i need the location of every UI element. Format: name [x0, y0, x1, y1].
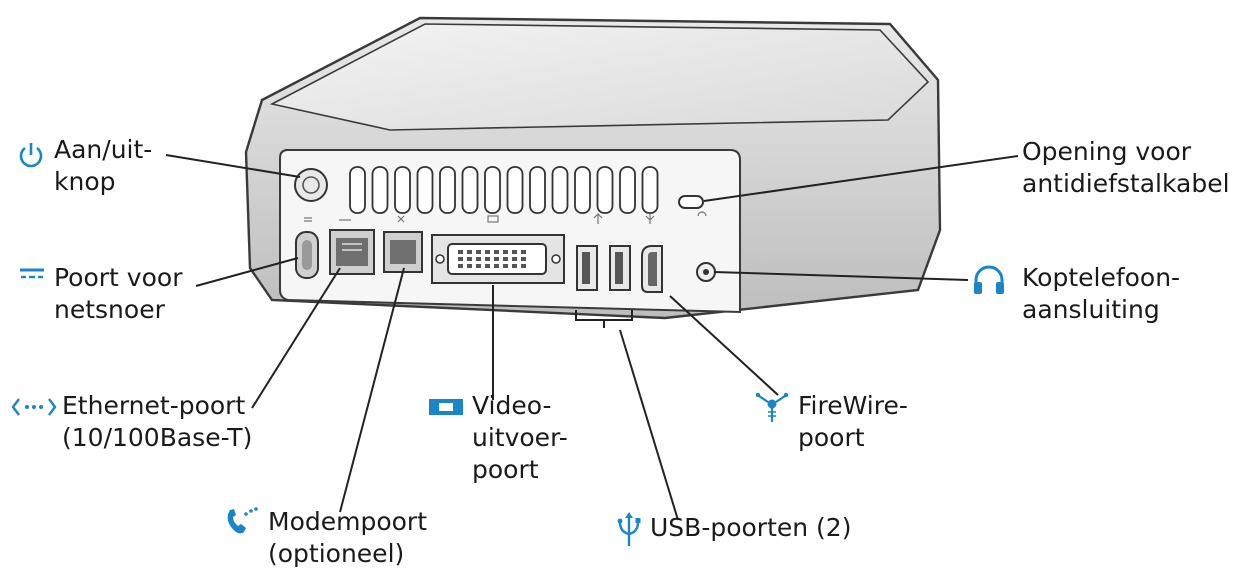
dvi-pin: [494, 250, 499, 254]
headphone-jack[interactable]: [696, 262, 716, 282]
dvi-pin: [521, 257, 526, 261]
label-line: USB-poorten (2): [650, 513, 852, 542]
label-line: Opening voor: [1022, 137, 1192, 166]
vent-slot: [371, 166, 389, 214]
label-line: aansluiting: [1022, 295, 1160, 324]
dvi-pin: [485, 257, 490, 261]
vent-slot: [349, 166, 366, 214]
dvi-pin: [503, 250, 508, 254]
dvi-pin: [458, 264, 463, 268]
label-line: poort: [472, 455, 539, 484]
headphone-icon: [974, 265, 1004, 294]
vent-grille: [349, 166, 659, 214]
power-icon: [19, 143, 43, 168]
usb-port-1[interactable]: [576, 245, 598, 291]
label-line: Video-: [472, 391, 552, 420]
vent-slot: [529, 166, 546, 214]
vent-slot: [574, 166, 591, 214]
label-line: Poort voor: [54, 263, 183, 292]
label-headphone-jack: Koptelefoon- aansluiting: [1022, 262, 1180, 326]
vent-slot: [641, 166, 659, 214]
power-cord-port[interactable]: [295, 231, 319, 279]
dvi-pin: [458, 257, 463, 261]
dvi-pin: [512, 257, 517, 261]
label-line: (10/100Base-T): [62, 423, 253, 452]
label-modem-port: Modempoort (optioneel): [268, 506, 427, 570]
vent-slot: [551, 166, 569, 214]
dvi-pin: [521, 250, 526, 254]
dvi-pin: [485, 250, 490, 254]
label-line: netsnoer: [54, 295, 165, 324]
vent-slot: [416, 166, 434, 214]
label-line: FireWire-: [798, 391, 908, 420]
label-firewire-port: FireWire- poort: [798, 390, 908, 454]
dvi-pin: [467, 257, 472, 261]
ethernet-port[interactable]: [329, 229, 375, 275]
dvi-pin: [476, 264, 481, 268]
label-line: Koptelefoon-: [1022, 263, 1181, 292]
dvi-pin: [458, 250, 463, 254]
vent-slot: [484, 166, 501, 214]
modem-phone-icon: [227, 507, 258, 534]
leader-lines: [165, 154, 1019, 521]
dvi-pin: [476, 257, 481, 261]
label-usb-ports: USB-poorten (2): [650, 512, 851, 544]
dvi-pin: [503, 257, 508, 261]
dvi-pin: [503, 264, 508, 268]
label-video-port: Video- uitvoer- poort: [472, 390, 568, 486]
dvi-pin: [521, 264, 526, 268]
vent-slot: [506, 166, 524, 214]
vent-slot: [461, 166, 479, 214]
usb-port-2[interactable]: [609, 245, 631, 291]
power-button[interactable]: [294, 168, 328, 202]
dvi-pin: [494, 257, 499, 261]
power-cord-icon: [20, 268, 44, 279]
vent-slot: [439, 166, 456, 214]
label-line: (optioneel): [268, 539, 405, 568]
dvi-pin: [476, 250, 481, 254]
label-power-button: Aan/uit- knop: [54, 134, 152, 198]
vent-slot: [596, 166, 614, 214]
vent-slot: [394, 166, 411, 214]
label-line: poort: [798, 423, 865, 452]
label-line: Ethernet-poort: [62, 391, 246, 420]
label-security-slot: Opening voor antidiefstalkabel: [1022, 136, 1230, 200]
label-power-cord-port: Poort voor netsnoer: [54, 262, 182, 326]
ethernet-icon: [11, 398, 57, 416]
dvi-pin: [512, 250, 517, 254]
dvi-pin: [494, 264, 499, 268]
dvi-pin: [467, 250, 472, 254]
dvi-pin: [485, 264, 490, 268]
security-slot[interactable]: [678, 195, 704, 209]
dvi-pin: [467, 264, 472, 268]
video-port[interactable]: [431, 234, 565, 284]
label-line: antidiefstalkabel: [1022, 169, 1230, 198]
label-line: uitvoer-: [472, 423, 568, 452]
usb-trident-icon: [617, 512, 641, 546]
video-icon: [429, 399, 463, 415]
dvi-pin: [512, 264, 517, 268]
device-top-surface: [269, 23, 930, 131]
label-line: Aan/uit-: [54, 135, 153, 164]
modem-port[interactable]: [383, 231, 423, 273]
label-line: Modempoort: [268, 507, 428, 536]
label-ethernet-port: Ethernet-poort (10/100Base-T): [62, 390, 252, 454]
vent-slot: [619, 166, 636, 214]
label-line: knop: [54, 167, 116, 196]
firewire-icon: [755, 392, 789, 422]
firewire-port[interactable]: [641, 245, 663, 293]
